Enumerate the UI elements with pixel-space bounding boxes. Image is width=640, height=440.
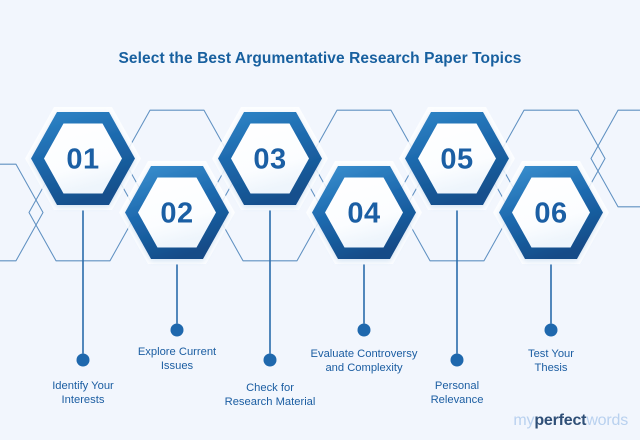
step-label-line2: Relevance: [430, 394, 484, 406]
connector-dot-05: [450, 353, 464, 367]
step-label-line1: Personal: [434, 380, 480, 392]
logo-part-my: my: [513, 412, 535, 429]
step-label-line1: Identify Your: [52, 380, 114, 392]
connector-dot-02: [170, 323, 184, 337]
connector-dot-06: [544, 323, 558, 337]
hexagon-step-03: [212, 107, 328, 210]
connector-dot-03: [263, 353, 277, 367]
step-label-line1: Explore Current: [137, 346, 217, 358]
connector-lines: [82, 210, 552, 354]
logo-part-perfect: perfect: [534, 412, 587, 429]
numbered-hexagons: [25, 107, 609, 264]
step-label-line2: Thesis: [534, 362, 568, 374]
step-label-line1: Check for: [246, 382, 294, 394]
hexagon-step-05: [399, 107, 515, 210]
hexagon-step-02: [119, 161, 235, 264]
connector-dot-01: [76, 353, 90, 367]
page-title: Select the Best Argumentative Research P…: [118, 50, 522, 67]
step-label-line2: Issues: [160, 360, 194, 372]
step-label-line2: Interests: [61, 394, 105, 406]
connector-dot-04: [357, 323, 371, 337]
connector-dots: [76, 323, 558, 367]
brand-logo: myperfectwords: [513, 412, 628, 430]
logo-part-words: words: [586, 412, 628, 429]
step-label-line1: Test Your: [527, 348, 575, 360]
step-label-line2: Research Material: [224, 396, 316, 408]
hexagon-step-04: [306, 161, 422, 264]
step-label-04: Evaluate Controversy and Complexity: [311, 347, 418, 375]
step-label-line2: and Complexity: [325, 362, 403, 374]
step-label-line1: Evaluate Controversy: [310, 348, 418, 360]
hexagon-step-01: [25, 107, 141, 210]
hexagon-step-06: [493, 161, 609, 264]
